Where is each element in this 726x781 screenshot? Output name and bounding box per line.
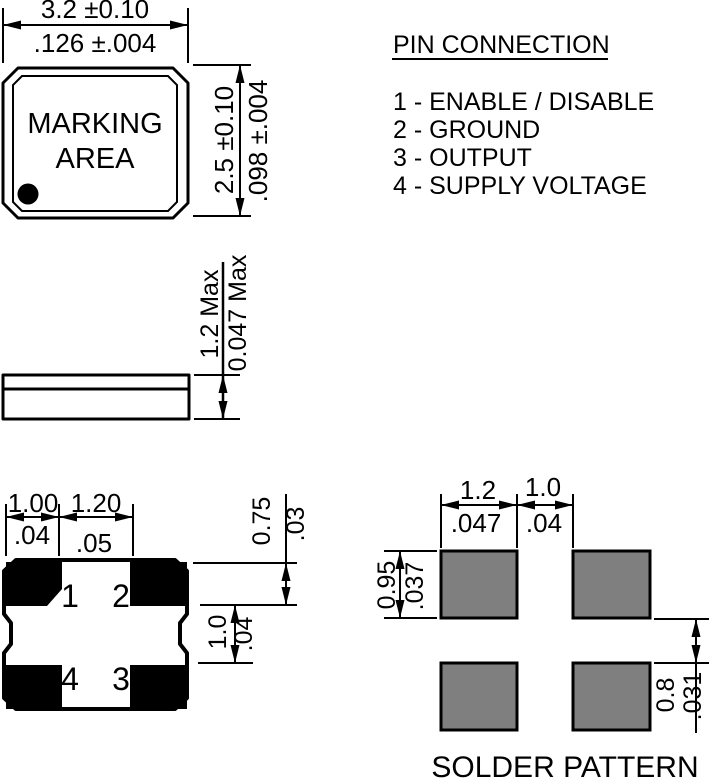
arrowhead-up-icon xyxy=(691,619,701,637)
arrowhead-left-icon xyxy=(3,20,21,30)
top-height-in-label: .098 ±.004 xyxy=(243,80,273,203)
side-height-in-label: 0.047 Max xyxy=(224,254,252,371)
arrowhead-up-icon xyxy=(395,551,405,569)
arrowhead-left-icon xyxy=(6,512,24,522)
row-gap-in-label: .04 xyxy=(230,617,258,652)
marking-area-line1: MARKING xyxy=(27,108,162,140)
solder-pad-width-mm-label: 1.2 xyxy=(460,475,496,505)
pad-height-mm-label: 0.75 xyxy=(248,497,276,546)
side-view: 1.2 Max 0.047 Max xyxy=(1,254,252,421)
solder-row-gap-mm-label: 0.8 xyxy=(652,678,680,713)
pad-1-shape xyxy=(6,562,62,606)
solder-pad-height-in-label: .037 xyxy=(401,562,429,611)
arrowhead-left-icon xyxy=(59,512,77,522)
pad-3-shape xyxy=(130,665,187,709)
pad-height-in-label: .03 xyxy=(282,507,310,542)
arrowhead-right-icon xyxy=(115,512,133,522)
marking-area-line2: AREA xyxy=(56,143,136,175)
arrowhead-up-icon xyxy=(218,375,228,393)
arrowhead-up-icon xyxy=(235,65,245,83)
solder-pattern: 1.2 .047 1.0 .04 0.95 .037 0.8 .031 SOLD… xyxy=(373,472,709,781)
arrowhead-left-icon xyxy=(441,500,459,510)
pad-pitch-mm-label: 1.20 xyxy=(71,488,122,518)
arrowhead-down-icon xyxy=(281,587,291,605)
arrowhead-right-icon xyxy=(499,500,517,510)
pad-number-1: 1 xyxy=(61,578,79,614)
arrowhead-down-icon xyxy=(235,198,245,216)
pad-number-2: 2 xyxy=(112,578,130,614)
pin-3-label: 3 - OUTPUT xyxy=(393,144,532,172)
arrowhead-down-icon xyxy=(230,645,240,663)
arrowhead-right-icon xyxy=(555,500,573,510)
top-width-mm-label: 3.2 ±0.10 xyxy=(41,0,149,24)
arrowhead-right-icon xyxy=(41,512,59,522)
arrowhead-down-icon xyxy=(691,645,701,663)
arrowhead-down-icon xyxy=(218,401,228,419)
solder-pad-top-left xyxy=(439,549,519,620)
side-height-mm-label: 1.2 Max xyxy=(196,269,224,358)
arrowhead-down-icon xyxy=(395,600,405,618)
solder-gap-in-label: .04 xyxy=(526,508,562,538)
pin-connection-title: PIN CONNECTION xyxy=(393,31,610,59)
arrowhead-right-icon xyxy=(170,20,188,30)
pin-2-label: 2 - GROUND xyxy=(393,116,540,144)
pin-4-label: 4 - SUPPLY VOLTAGE xyxy=(393,172,647,200)
pad-2-shape xyxy=(130,562,187,606)
bottom-view: 1.00 .04 1.20 .05 1 2 4 3 0.75 .03 1.0 .… xyxy=(2,488,310,711)
pin1-indicator-dot xyxy=(17,183,39,205)
solder-pad-width-in-label: .047 xyxy=(451,508,502,538)
pad-width-mm-label: 1.00 xyxy=(8,488,59,518)
side-view-body xyxy=(1,373,191,421)
pad-number-4: 4 xyxy=(61,661,79,697)
solder-pattern-title: SOLDER PATTERN xyxy=(431,751,698,781)
package-outer-outline xyxy=(1,66,190,220)
solder-row-gap-in-label: .031 xyxy=(679,672,707,721)
solder-pad-top-right xyxy=(571,549,652,620)
solder-pad-bottom-right xyxy=(571,661,652,732)
pad-pitch-in-label: .05 xyxy=(76,528,112,558)
pad-width-in-label: .04 xyxy=(14,520,50,550)
solder-gap-mm-label: 1.0 xyxy=(525,472,561,502)
arrowhead-left-icon xyxy=(517,500,535,510)
top-view: 3.2 ±0.10 .126 ±.004 MARKING AREA 2.5 ±0… xyxy=(1,0,273,220)
solder-pad-bottom-left xyxy=(439,661,519,732)
pin-connection: PIN CONNECTION 1 - ENABLE / DISABLE 2 - … xyxy=(392,31,654,200)
pin-1-label: 1 - ENABLE / DISABLE xyxy=(393,88,654,116)
top-width-in-label: .126 ±.004 xyxy=(34,28,157,58)
solder-pad-height-mm-label: 0.95 xyxy=(373,561,401,610)
row-gap-mm-label: 1.0 xyxy=(204,615,232,650)
package-inner-outline xyxy=(12,75,178,212)
top-height-mm-label: 2.5 ±0.10 xyxy=(209,86,239,194)
pad-4-shape xyxy=(6,665,62,709)
pad-number-3: 3 xyxy=(112,661,130,697)
arrowhead-up-icon xyxy=(281,563,291,581)
arrowhead-up-icon xyxy=(230,605,240,623)
